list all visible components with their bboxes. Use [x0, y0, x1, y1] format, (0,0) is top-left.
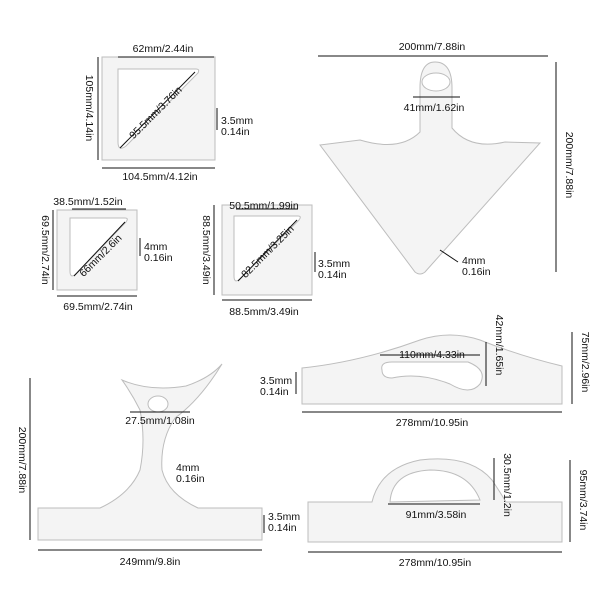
- arch-ruler-template: 278mm/10.95in 95mm/3.74in 30.5mm/1.2in 9…: [307, 453, 589, 569]
- t-square-body: [37, 363, 263, 541]
- wave-ruler-height-label: 75mm/2.96in: [579, 332, 591, 393]
- square-medium-thickness-label: 3.5mm: [318, 258, 350, 270]
- dim-line: [73, 221, 126, 277]
- corner-triangle-thickness-label: 4mm: [462, 255, 486, 267]
- dim-line: [237, 219, 298, 282]
- wave-ruler-width-label: 278mm/10.95in: [396, 417, 469, 429]
- square-large-thickness-label: 3.5mm: [221, 115, 253, 127]
- corner-triangle-width-label: 200mm/7.88in: [399, 41, 466, 53]
- corner-triangle-hole: [421, 72, 451, 92]
- square-medium-template: 50.5mm/1.99in 82.5mm/3.25in 88.5mm/3.49i…: [200, 200, 350, 318]
- square-small-inner-width-label: 38.5mm/1.52in: [53, 196, 123, 208]
- corner-triangle-thickness-inch-label: 0.16in: [462, 266, 491, 278]
- arch-ruler-handle-cutout: [389, 469, 481, 503]
- square-medium-cutout: [233, 215, 301, 282]
- square-large-inner-width-label: 62mm/2.44in: [133, 43, 194, 55]
- square-medium-inner-width-label: 50.5mm/1.99in: [229, 200, 299, 212]
- wave-ruler-handle-label: 110mm/4.33in: [399, 349, 465, 361]
- corner-triangle-hole-label: 41mm/1.62in: [404, 102, 465, 114]
- arch-ruler-handle-height-label: 30.5mm/1.2in: [501, 453, 513, 517]
- square-small-width-label: 69.5mm/2.74in: [63, 301, 133, 313]
- square-large-thickness-inch-label: 0.14in: [221, 126, 250, 138]
- wave-ruler-template: 278mm/10.95in 75mm/2.96in 42mm/1.65in 11…: [260, 315, 591, 429]
- t-square-side-thickness-label: 3.5mm: [268, 511, 300, 523]
- arch-ruler-height-label: 95mm/3.74in: [577, 470, 589, 531]
- square-large-height-label: 105mm/4.14in: [83, 75, 95, 142]
- dim-line: [119, 71, 196, 149]
- wave-ruler-handle-cutout: [381, 361, 483, 391]
- square-large-template: 62mm/2.44in 95.5mm/3.76in 105mm/4.14in 1…: [83, 43, 253, 183]
- corner-triangle-template: 200mm/7.88in 200mm/7.88in 41mm/1.62in 4m…: [318, 41, 575, 278]
- square-medium-width-label: 88.5mm/3.49in: [229, 306, 299, 318]
- wave-ruler-handle-height-label: 42mm/1.65in: [493, 315, 505, 376]
- wave-ruler-thickness-label: 3.5mm: [260, 375, 292, 387]
- t-square-template: 249mm/9.8in 200mm/7.88in 27.5mm/1.08in 4…: [16, 363, 300, 568]
- square-medium-height-label: 88.5mm/3.49in: [200, 215, 212, 285]
- dim-line: [439, 249, 459, 263]
- square-small-height-label: 69.5mm/2.74in: [39, 215, 51, 285]
- corner-triangle-height-label: 200mm/7.88in: [563, 132, 575, 199]
- square-small-thickness-inch-label: 0.16in: [144, 252, 173, 264]
- square-medium-thickness-inch-label: 0.14in: [318, 269, 347, 281]
- square-large-width-label: 104.5mm/4.12in: [122, 171, 197, 183]
- t-square-hole: [147, 395, 169, 413]
- t-square-thickness-inch-label: 0.16in: [176, 473, 205, 485]
- t-square-thickness-label: 4mm: [176, 462, 200, 474]
- square-small-thickness-label: 4mm: [144, 241, 168, 253]
- t-square-side-thickness-inch-label: 0.14in: [268, 522, 297, 534]
- square-small-template: 38.5mm/1.52in 66mm/2.6in 69.5mm/2.74in 6…: [39, 196, 173, 313]
- arch-ruler-handle-label: 91mm/3.58in: [406, 509, 467, 521]
- arch-ruler-width-label: 278mm/10.95in: [399, 557, 472, 569]
- t-square-hole-label: 27.5mm/1.08in: [125, 415, 195, 427]
- t-square-width-label: 249mm/9.8in: [120, 556, 181, 568]
- corner-triangle-body: [319, 61, 542, 275]
- t-square-height-label: 200mm/7.88in: [16, 427, 28, 494]
- wave-ruler-thickness-inch-label: 0.14in: [260, 386, 289, 398]
